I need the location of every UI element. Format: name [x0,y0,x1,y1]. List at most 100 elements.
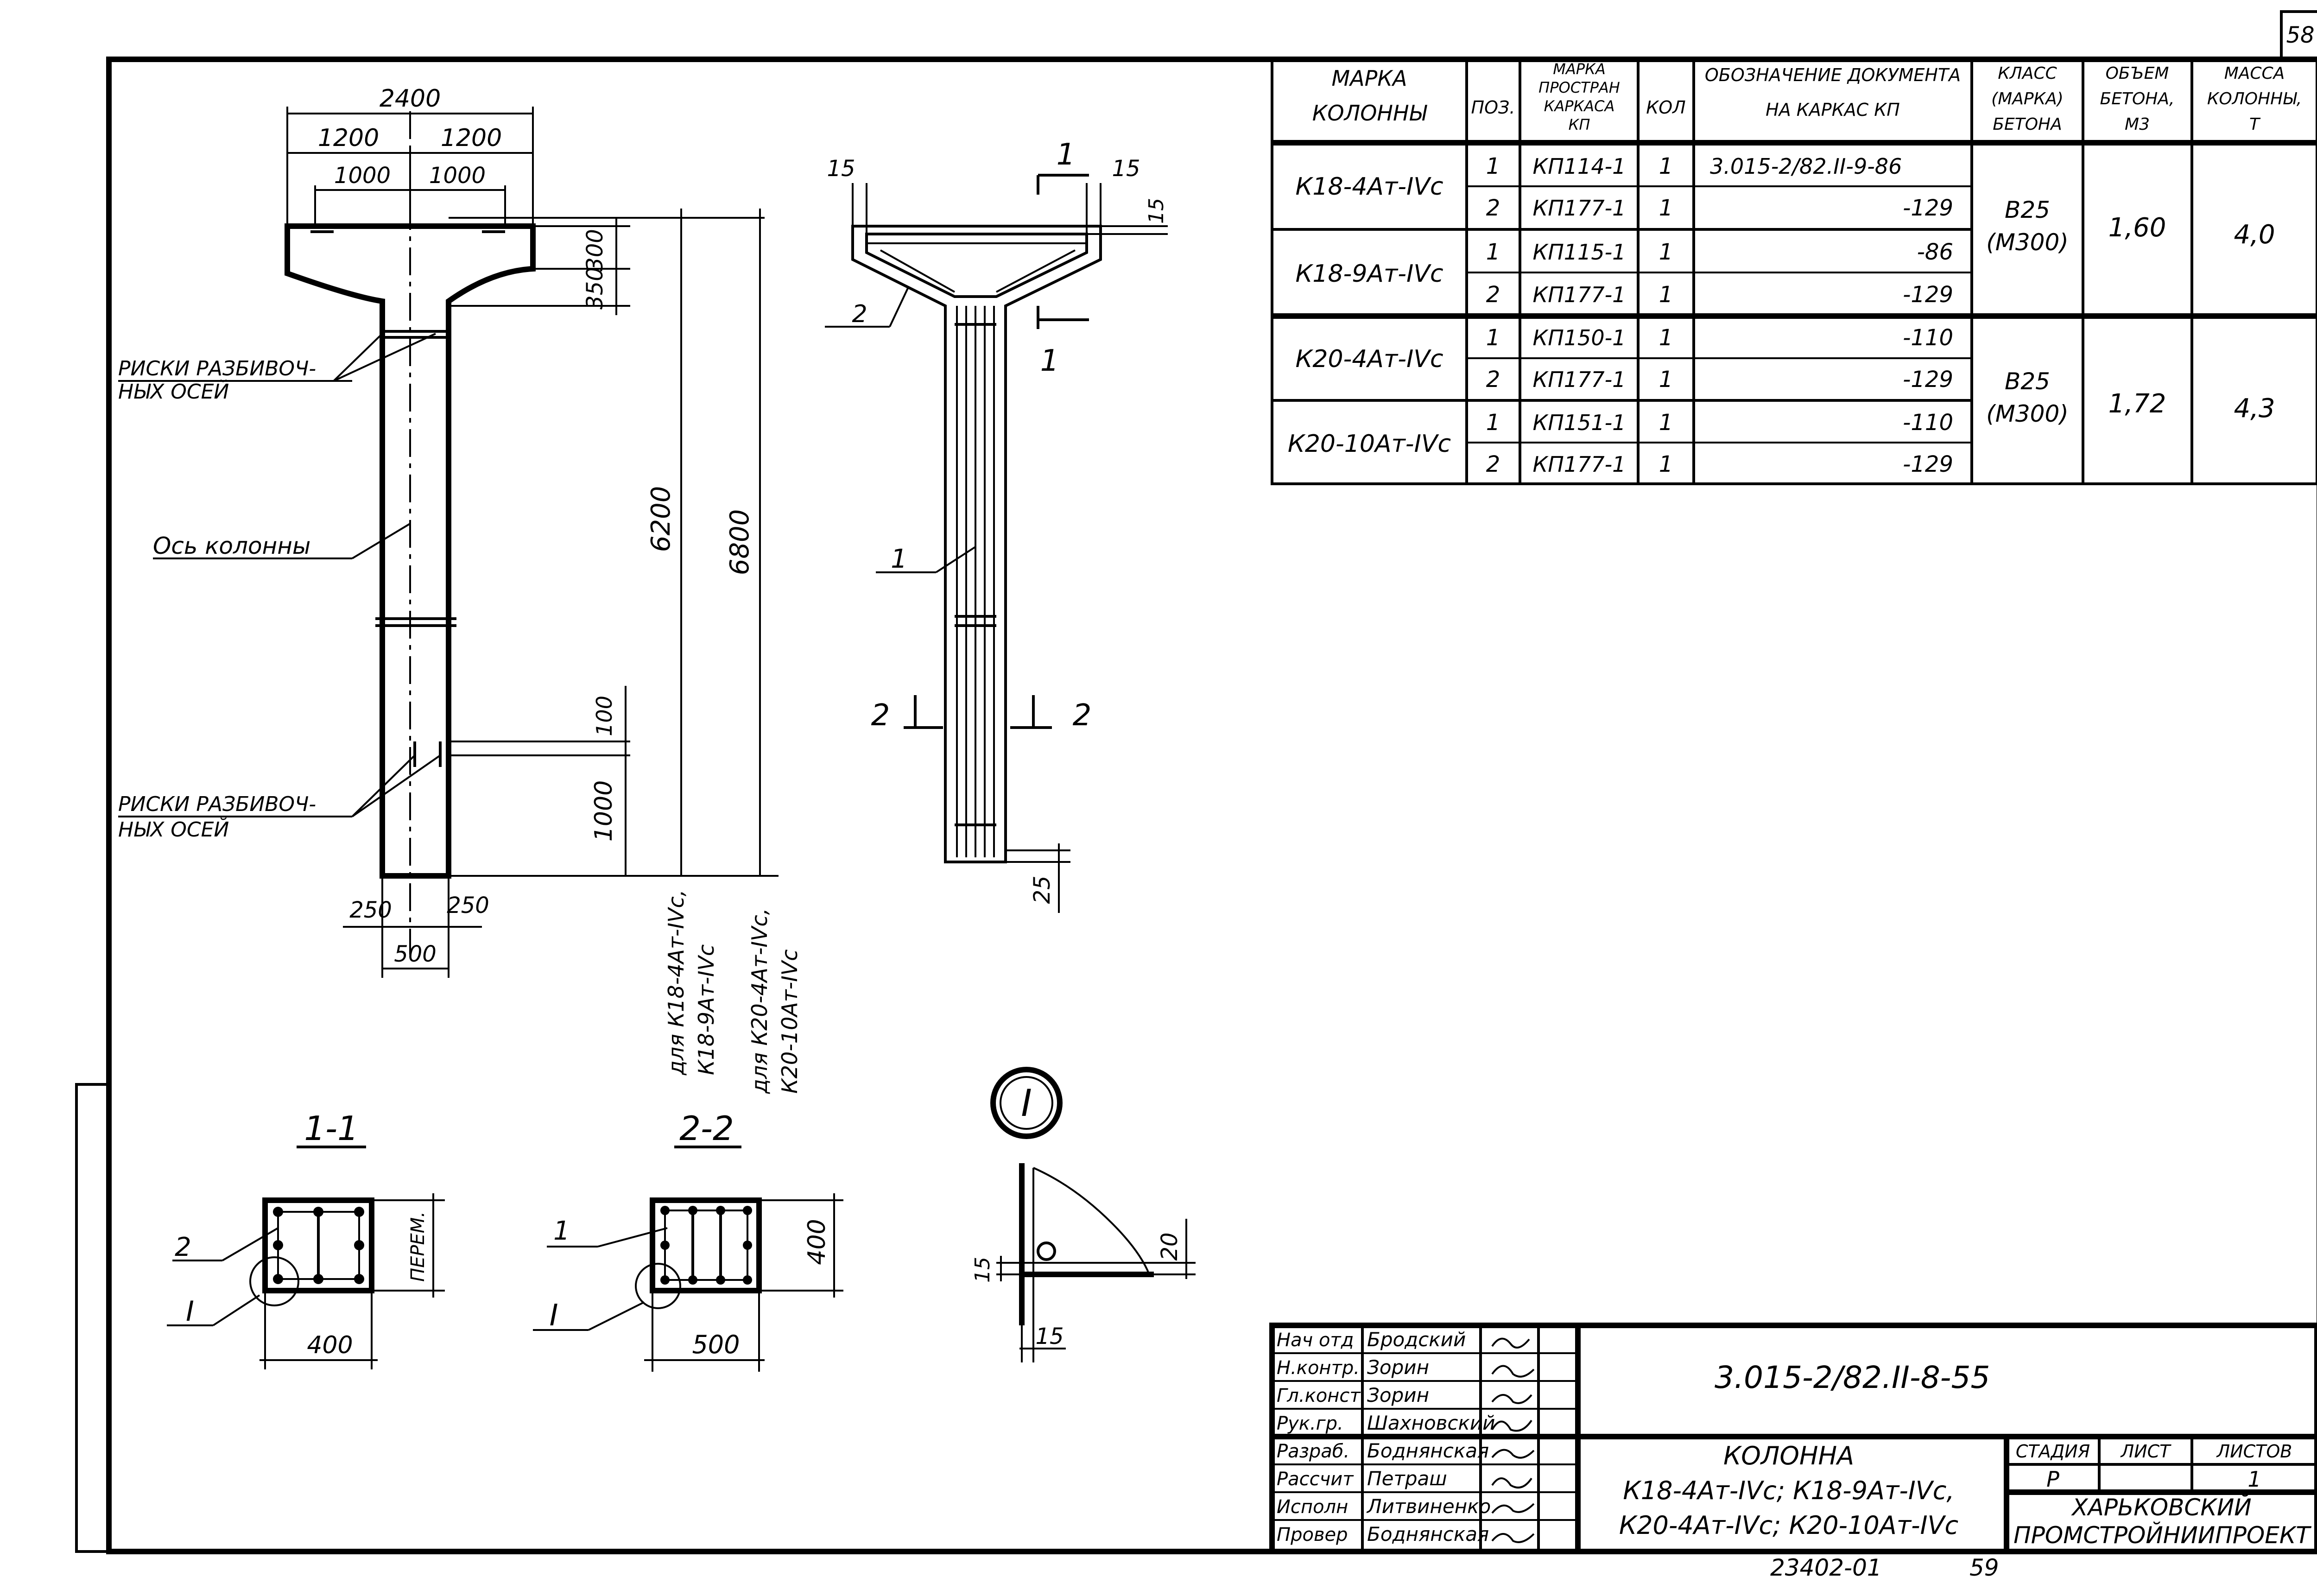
dim-top-left: 15 [827,156,855,182]
stamp-name: Боднянская [1367,1439,1489,1462]
column-outline [285,223,536,879]
section-cut-2-right: 2 [1073,698,1092,733]
note-k20-line2: К20-10Ат-IVс [777,949,802,1094]
row-frame: КП151-1 [1533,410,1626,435]
sheets-header: ЛИСТОВ [2216,1441,2292,1462]
node-I-title-circle [990,1067,1063,1139]
column-elevation: 2400 1200 1200 1000 1000 300 350 6200 68… [118,85,802,1094]
stamp-name: Литвиненко [1366,1495,1491,1518]
dim-inner-right: 1000 [429,163,486,189]
section-2-2-rect [650,1197,762,1293]
row-frame: КП177-1 [1533,282,1626,307]
row-frame: КП177-1 [1533,452,1626,477]
row-pos: 2 [1486,282,1500,308]
doc-code: 3.015-2/82.II-8-55 [1715,1360,1990,1395]
header-frame-2: ПРОСТРАН [1538,79,1620,96]
reinforcement-view: 15 15 15 25 1 1 2 2 2 1 [825,138,1168,913]
section-1-1-pos: 2 [175,1232,191,1262]
dim-top-right: 15 [1112,156,1140,182]
section-1-1-node: I [186,1295,194,1328]
stamp-name: Петраш [1367,1467,1447,1490]
node-I-dim-left: 15 [971,1257,994,1283]
dim-1000: 1000 [590,780,618,842]
row-qty: 1 [1659,282,1673,308]
node-marker-circle [635,1263,681,1309]
header-mark-1: МАРКА [1331,66,1407,91]
dim-half-left: 1200 [318,124,379,152]
dim-500: 500 [394,941,437,967]
header-mass-3: Т [2249,115,2261,134]
title-line-3: К20-4Ат-IVс; К20-10Ат-IVс [1619,1511,1958,1540]
dim-bottom: 25 [1029,875,1055,904]
row-qty: 1 [1659,451,1673,477]
row-pos: 1 [1486,325,1500,351]
section-1-1-title: 1-1 [304,1109,359,1148]
org-line-1: ХАРЬКОВСКИЙ [2070,1494,2251,1521]
column-mark: К18-4Ат-IVс [1295,173,1443,201]
stamp-name: Боднянская [1367,1523,1489,1545]
section-2-2-title: 2-2 [679,1109,734,1148]
header-pos: ПОЗ. [1471,97,1515,118]
label-risks-bottom-1: РИСКИ РАЗБИВОЧ- [118,792,316,816]
sheet-frame: 58 [75,10,2317,1554]
node-I-title: I [1021,1082,1032,1125]
dim-6200: 6200 [646,486,676,552]
concrete-grade: (М300) [1986,229,2069,256]
header-qty: КОЛ [1646,97,1685,118]
title-block: Нач отд Бродский Н.контр. Зорин Гл.конст… [1269,1323,2317,1554]
row-doc: -129 [1903,451,1953,477]
stamp-role: Исполн [1277,1496,1348,1518]
concrete-class: В25 [2005,196,2050,223]
header-volume-1: ОБЪЕМ [2106,64,2169,83]
stage-header: СТАДИЯ [2016,1441,2090,1462]
node-marker-circle [249,1256,299,1306]
stamp-role: Рассчит [1277,1469,1354,1490]
stamp-role: Рук.гр. [1277,1413,1343,1434]
header-class-3: БЕТОНА [1993,115,2062,134]
row-qty: 1 [1659,195,1673,221]
stamp-name: Зорин [1367,1356,1429,1379]
header-doc-2: НА КАРКАС КП [1766,100,1900,120]
row-doc: -110 [1903,410,1953,436]
header-mass-2: КОЛОННЫ, [2207,89,2302,108]
org-line-2: ПРОМСТРОЙНИИПРОЕКТ [2013,1521,2311,1549]
row-frame: КП177-1 [1533,196,1626,221]
section-1-1-height: ПЕРЕМ. [407,1211,429,1282]
sheets-value: 1 [2247,1467,2261,1492]
row-doc: -110 [1903,325,1953,351]
concrete-volume: 1,60 [2108,213,2166,243]
header-mass-1: МАССА [2224,64,2285,83]
row-doc: -129 [1903,282,1953,308]
dim-total-width: 2400 [380,85,441,113]
dim-250-left: 250 [349,897,392,923]
bottom-page: 59 [1969,1554,1999,1581]
stamp-role: Гл.конст [1277,1385,1361,1406]
dim-half-right: 1200 [441,124,502,152]
header-class-1: КЛАСС [1998,64,2057,83]
row-pos: 2 [1486,195,1500,221]
stamp-name: Шахновский [1367,1412,1495,1434]
stamp-name: Бродский [1367,1328,1466,1351]
node-I-dim-bottom: 15 [1035,1324,1064,1349]
header-volume-3: М3 [2125,115,2150,134]
node-I-detail: I 15 15 20 [971,1067,1196,1362]
section-1-1-rect [262,1197,374,1293]
stage-value: Р [2046,1467,2059,1492]
column-mass: 4,0 [2234,220,2275,250]
sheet-header: ЛИСТ [2120,1441,2172,1462]
stamp-role: Нач отд [1277,1330,1354,1351]
stamp-role: Разраб. [1277,1441,1349,1462]
note-k18-line1: для К18-4Ат-IVс, [664,890,689,1076]
concrete-class: В25 [2005,368,2050,395]
row-doc: -129 [1903,367,1953,393]
title-line-2: К18-4Ат-IVс; К18-9Ат-IVс, [1623,1476,1954,1505]
row-frame: КП150-1 [1533,325,1626,350]
row-pos: 1 [1486,239,1500,265]
section-2-2-height: 400 [803,1219,831,1265]
section-1-1-width: 400 [307,1331,353,1359]
stamp-role: Н.контр. [1277,1357,1360,1379]
section-cut-2-left: 2 [871,698,890,733]
section-2-2-width: 500 [692,1330,740,1359]
section-1-1: 1-1 2 I 400 ПЕРЕМ. [167,1109,445,1369]
